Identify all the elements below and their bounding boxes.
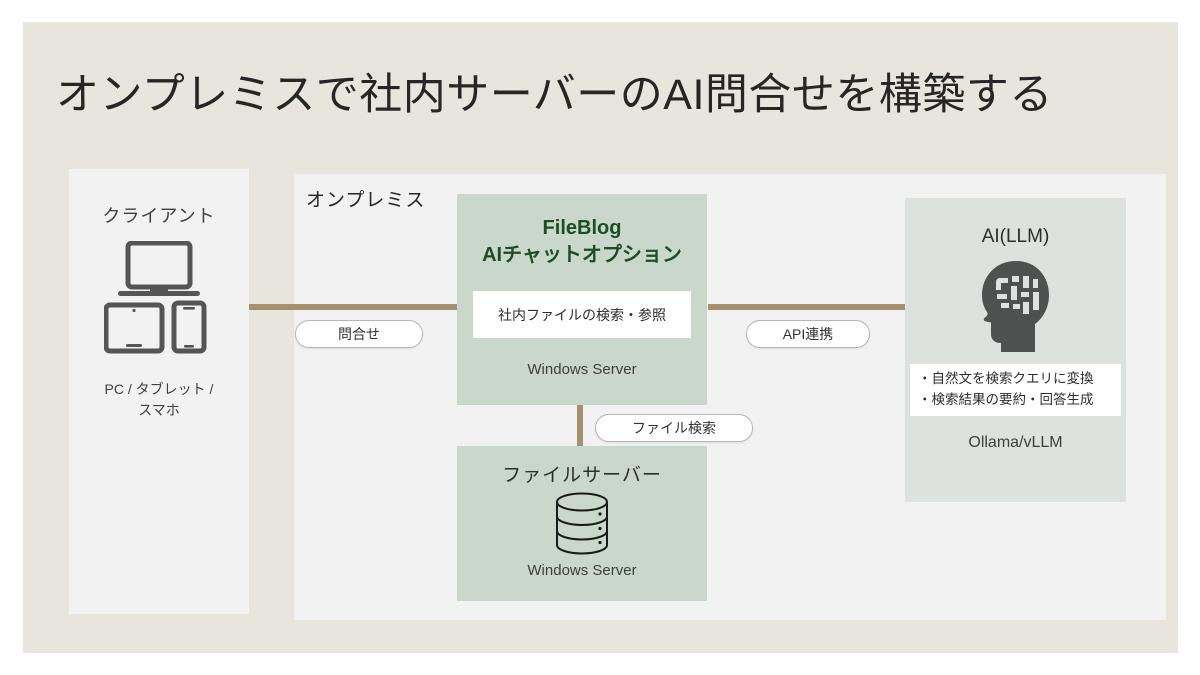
database-cylinder-icon [457,491,707,556]
fileblog-title-line1: FileBlog [542,217,622,239]
page-title: オンプレミスで社内サーバーのAI問合せを構築する [56,71,1053,119]
connector-label-file-search: ファイル検索 [595,414,753,442]
laptop-icon [118,241,200,296]
connector-line-fileblog-to-fileserver [577,402,583,452]
devices-icon-group [104,241,207,354]
client-device-icons [69,241,249,356]
tablet-icon [104,302,165,354]
ai-capabilities-box: ・自然文を検索クエリに変換 ・検索結果の要約・回答生成 [910,364,1121,416]
brain-head-svg [981,261,1049,352]
smartphone-icon [171,300,207,354]
database-cylinder-svg [556,492,608,555]
fileserver-os-label: Windows Server [527,562,637,579]
fileblog-title-line2: AIチャットオプション [482,244,682,266]
ai-llm-panel: AI(LLM) ・自然文を検索クエ [905,198,1126,502]
ai-engine-label: Ollama/vLLM [968,434,1063,451]
onpremise-label: オンプレミス [306,190,426,211]
fileblog-os-label: Windows Server [527,361,637,378]
fileblog-box: FileBlog AIチャットオプション 社内ファイルの検索・参照 Window… [457,194,707,405]
fileblog-feature-box: 社内ファイルの検索・参照 [473,291,691,338]
connector-label-inquiry: 問合せ [295,320,423,348]
client-caption-line1: PC / タブレット / [104,381,214,397]
fileserver-box: ファイルサーバー Windows Server [457,446,707,601]
fileblog-title: FileBlog AIチャットオプション [457,215,707,269]
connector-line-client-to-fileblog [249,304,458,310]
slide-canvas: オンプレミスで社内サーバーのAI問合せを構築する クライアント [23,22,1178,653]
ai-panel-title: AI(LLM) [981,226,1050,247]
ai-bullet-1: ・自然文を検索クエリに変換 [918,371,1094,387]
client-panel: クライアント [69,169,249,614]
connector-label-api: API連携 [746,320,870,348]
client-panel-caption: PC / タブレット / スマホ [69,379,249,421]
fileserver-title: ファイルサーバー [502,465,662,486]
ai-bullet-2: ・検索結果の要約・回答生成 [918,392,1094,407]
client-panel-title: クライアント [102,206,216,226]
brain-head-icon [905,258,1126,354]
client-caption-line2: スマホ [138,402,180,418]
connector-line-fileblog-to-ai [708,304,906,310]
